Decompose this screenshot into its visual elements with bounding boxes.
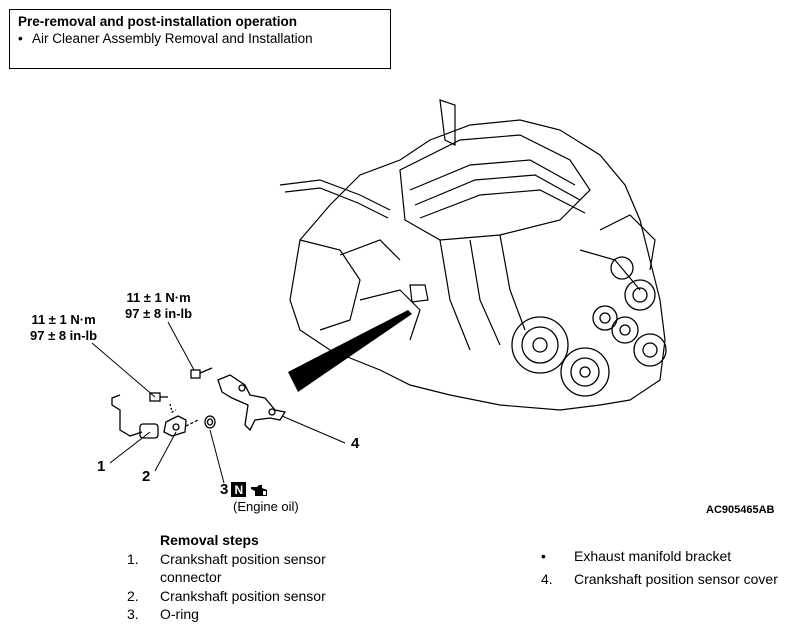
step-text: Exhaust manifold bracket — [574, 548, 732, 564]
sensor-cover — [217, 374, 287, 432]
pulley-large — [511, 316, 569, 374]
step-number: 2. — [127, 588, 139, 604]
torque-right-inlb: 97 ± 8 in-lb — [125, 306, 193, 321]
crank-pulley — [560, 347, 610, 397]
callout-2: 2 — [142, 468, 151, 485]
callout-1: 1 — [97, 458, 106, 475]
sensor-connector — [111, 394, 143, 437]
torque-left-inlb: 97 ± 8 in-lb — [30, 328, 98, 343]
figure-id: AC905465AB — [706, 504, 775, 516]
torque-left-nm: 11 ± 1 N·m — [31, 312, 96, 327]
oil-can-icon — [251, 484, 268, 496]
step-text: Crankshaft position sensor — [160, 588, 326, 604]
step-text: O-ring — [160, 606, 199, 622]
bolt-right — [190, 367, 213, 379]
note-title: Pre-removal and post-installation operat… — [18, 14, 298, 29]
step-bullet-icon: • — [541, 548, 546, 564]
n-code-badge: N — [231, 482, 247, 497]
pre-removal-note-box: Pre-removal and post-installation operat… — [9, 9, 391, 69]
step-text-cont: connector — [160, 569, 222, 585]
engine-oil-label: (Engine oil) — [233, 499, 299, 514]
crankshaft-position-sensor — [163, 403, 199, 437]
callout-4: 4 — [351, 435, 360, 452]
torque-spec-left: 11 ± 1 N·m 97 ± 8 in-lb — [30, 312, 97, 344]
removal-steps-title: Removal steps — [160, 532, 259, 548]
step-number: 4. — [541, 571, 553, 587]
bolt-left — [149, 392, 168, 402]
note-item: • Air Cleaner Assembly Removal and Instal… — [18, 30, 382, 47]
callout-3: 3 — [220, 481, 229, 498]
o-ring — [204, 415, 216, 429]
torque-right-nm: 11 ± 1 N·m — [126, 290, 191, 305]
step-number: 3. — [127, 606, 139, 622]
step-text: Crankshaft position sensor — [160, 551, 326, 567]
torque-spec-right: 11 ± 1 N·m 97 ± 8 in-lb — [125, 290, 192, 322]
leader-lines — [91, 321, 346, 484]
step-number: 1. — [127, 551, 139, 567]
oil-code: 3 N — [220, 481, 271, 498]
bullet-icon: • — [18, 31, 23, 46]
pulleys — [511, 256, 667, 397]
step-text: Crankshaft position sensor cover — [574, 571, 778, 587]
components — [111, 367, 287, 439]
location-pointer — [288, 310, 412, 392]
note-item-text: Air Cleaner Assembly Removal and Install… — [32, 31, 313, 46]
